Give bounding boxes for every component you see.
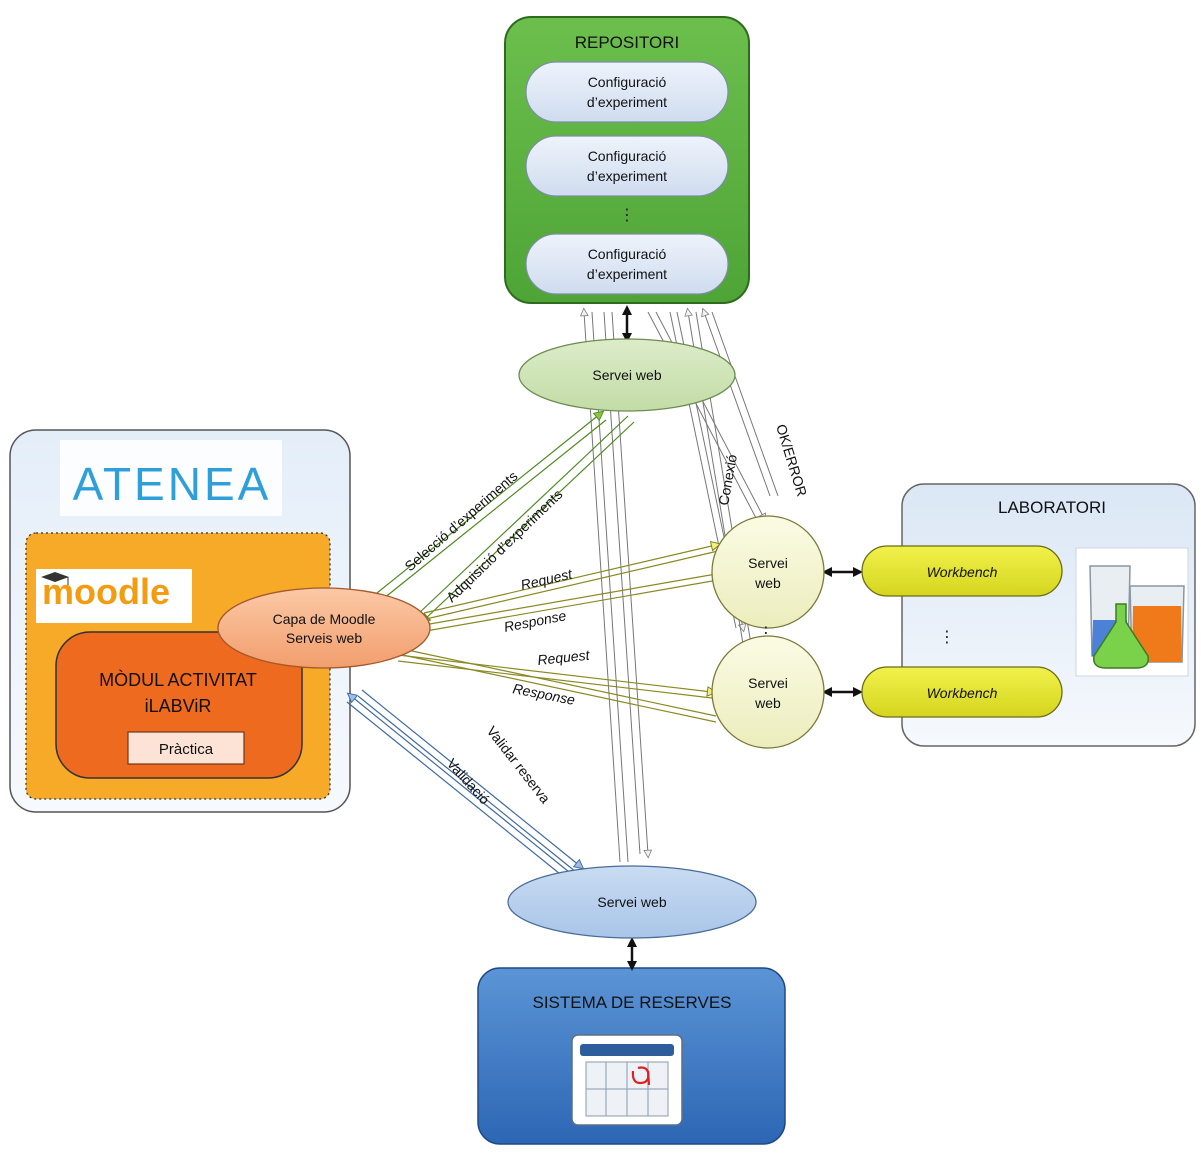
config-pill-3: Configuració d’experiment — [525, 233, 729, 295]
config-pill-3-line2: d’experiment — [587, 266, 667, 282]
workbench-2-label: Workbench — [927, 685, 998, 701]
moodle-layer-node[interactable]: Capa de Moodle Serveis web — [217, 587, 431, 669]
moodle-area: moodle MÒDUL ACTIVITAT iLABViR Pràctica — [25, 532, 331, 800]
web-service-bottom-label: Servei web — [597, 894, 666, 910]
config-pill-3-line1: Configuració — [588, 246, 667, 262]
repositori-title: REPOSITORI — [575, 33, 680, 52]
moodle-cap-icon — [41, 572, 69, 585]
moodle-layer-line1: Capa de Moodle — [273, 611, 376, 627]
label-seleccio: Selecció d’experiments — [401, 468, 520, 575]
web-service-top-label: Servei web — [592, 367, 661, 383]
repositori-ellipsis: ⋮ — [619, 207, 635, 224]
lab-service-2[interactable]: Servei web — [711, 635, 825, 749]
modul-title-line2: iLABViR — [145, 696, 212, 716]
config-pill-1-line1: Configuració — [588, 74, 667, 90]
workbench-1[interactable]: Workbench — [861, 545, 1063, 597]
label-request-2: Request — [537, 647, 592, 668]
reserves-title: SISTEMA DE RESERVES — [532, 993, 731, 1012]
lab-service-1-line1: Servei — [748, 555, 788, 571]
moodle-layer-line2: Serveis web — [286, 630, 362, 646]
repositori-box: REPOSITORI Configuració d’experiment Con… — [504, 16, 750, 304]
lab-service-1-line2: web — [754, 575, 781, 591]
web-service-bottom[interactable]: Servei web — [507, 865, 757, 939]
atenea-logo: ATENEA — [73, 458, 272, 510]
modul-title-line1: MÒDUL ACTIVITAT — [99, 669, 257, 690]
workbench-2[interactable]: Workbench — [861, 666, 1063, 718]
config-pill-2-line2: d’experiment — [587, 168, 667, 184]
config-pill-1-line2: d’experiment — [587, 94, 667, 110]
practica-box[interactable] — [127, 731, 245, 765]
practica-label: Pràctica — [159, 741, 214, 758]
lab-service-1[interactable]: Servei web — [711, 515, 825, 629]
lab-service-2-line2: web — [754, 695, 781, 711]
workbench-1-label: Workbench — [927, 564, 998, 580]
lab-flasks-icon — [1075, 547, 1189, 677]
laboratori-title: LABORATORI — [998, 498, 1106, 517]
label-ok-error: OK/ERROR — [773, 422, 810, 498]
config-pill-2-line1: Configuració — [588, 148, 667, 164]
label-response-1: Response — [503, 607, 568, 635]
label-adquisicio: Adquisició d’experiments — [443, 486, 566, 605]
calendar-icon — [571, 1034, 683, 1126]
config-pill-2: Configuració d’experiment — [525, 135, 729, 197]
reserves-box: SISTEMA DE RESERVES — [477, 967, 786, 1145]
web-service-top[interactable]: Servei web — [518, 338, 736, 412]
lab-service-2-line1: Servei — [748, 675, 788, 691]
modul-activitat-box: MÒDUL ACTIVITAT iLABViR Pràctica — [55, 631, 303, 779]
laboratori-ellipsis: ⋮ — [939, 629, 955, 646]
label-validar: Validar reserva — [484, 723, 554, 806]
moodle-logo: moodle — [42, 571, 170, 612]
config-pill-1: Configuració d’experiment — [525, 61, 729, 123]
label-request-1: Request — [519, 565, 574, 593]
